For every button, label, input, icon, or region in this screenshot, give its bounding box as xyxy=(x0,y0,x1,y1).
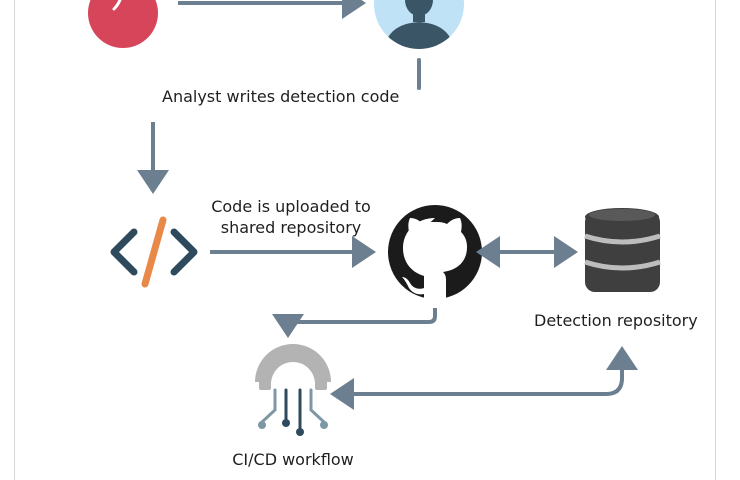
arrow-github-to-cicd xyxy=(272,308,437,338)
right-border-line xyxy=(715,0,716,480)
code-icon xyxy=(110,216,198,288)
gear-circuit-icon xyxy=(255,344,331,436)
analyst-avatar-icon xyxy=(374,0,464,49)
upload-step-label-line1: Code is uploaded to xyxy=(211,197,371,216)
upload-step-label-line2: shared repository xyxy=(220,218,362,237)
alert-circle-icon xyxy=(88,0,158,48)
left-border-line xyxy=(14,0,15,480)
arrow-cicd-to-repository xyxy=(330,346,638,410)
alert-mark xyxy=(112,0,122,11)
analyst-step-label: Analyst writes detection code xyxy=(162,87,400,106)
database-icon xyxy=(584,208,661,292)
github-icon xyxy=(388,205,482,299)
cicd-workflow-label: CI/CD workflow xyxy=(232,450,354,469)
detection-repository-label: Detection repository xyxy=(534,311,698,330)
